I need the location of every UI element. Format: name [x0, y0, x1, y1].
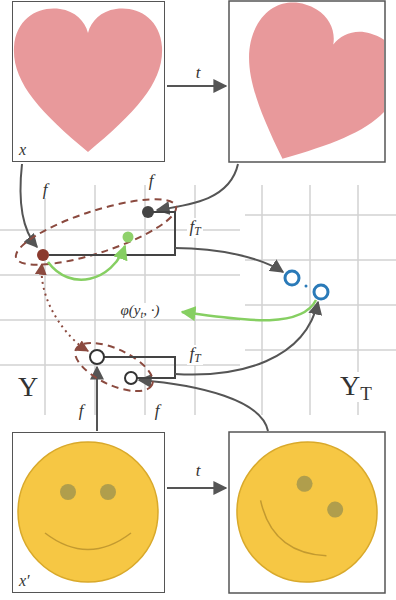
heart-group: [14, 9, 162, 152]
label-part: φ(y: [120, 302, 140, 318]
grid-line: [0, 274, 240, 276]
math-label: t: [194, 462, 203, 479]
label-part: f: [189, 217, 194, 236]
smiley-face: [208, 413, 396, 600]
map-arrow: [21, 164, 37, 247]
face-eye: [324, 498, 347, 521]
map-arrow: [139, 380, 268, 431]
map-arrow: [175, 248, 283, 272]
map-arrow: [96, 367, 98, 431]
label-part: f: [189, 344, 194, 363]
pair-bracket: [104, 357, 175, 378]
image-box: x′: [12, 432, 165, 593]
math-label: f: [147, 172, 156, 189]
green-arrow: [48, 246, 125, 280]
open-point: [125, 372, 137, 384]
label-part: , ·): [143, 302, 159, 318]
heart-shape: [14, 9, 162, 152]
blue-point: [285, 271, 299, 285]
transform-arrow: [167, 487, 226, 489]
face-eye: [60, 484, 76, 500]
image-label: x′: [19, 573, 30, 589]
label-subscript: T: [360, 382, 372, 403]
grid-y: [0, 185, 240, 415]
heart-group: [230, 2, 384, 161]
point: [123, 232, 134, 243]
math-label: φ(yt, ·): [118, 303, 161, 320]
image-box: x: [12, 1, 165, 162]
blue-point: [314, 285, 328, 299]
grid-yt: [245, 185, 396, 415]
grid-line: [44, 185, 46, 415]
label-subscript: T: [194, 352, 200, 365]
face-eye: [293, 473, 316, 496]
math-label: Y: [16, 373, 40, 401]
math-label: f: [77, 402, 86, 419]
math-label: t: [194, 64, 203, 81]
point: [305, 285, 308, 288]
point: [37, 249, 49, 261]
green-arrow: [182, 300, 316, 320]
map-arrow: [175, 302, 318, 375]
heart-shape: [230, 2, 384, 161]
face-circle: [18, 442, 158, 582]
map-arrow: [157, 164, 238, 210]
pair-ellipse: [68, 333, 159, 401]
label-subscript: t: [140, 308, 143, 319]
grid-line: [0, 229, 240, 231]
label-part: Y: [340, 370, 360, 401]
label-subscript: T: [194, 225, 200, 238]
grid-line: [261, 185, 263, 415]
pair-ellipse: [10, 186, 183, 278]
open-point: [90, 350, 104, 364]
image-label: x: [19, 142, 26, 158]
face-smile: [250, 500, 326, 568]
grid-line: [245, 259, 396, 261]
grid-line: [94, 185, 96, 415]
face-eye: [100, 484, 116, 500]
grid-line: [0, 364, 240, 366]
grid-line: [245, 214, 396, 216]
math-label: fT: [187, 218, 202, 237]
grid-line: [0, 319, 240, 321]
math-label: f: [153, 402, 162, 419]
point: [142, 206, 154, 218]
math-label: fT: [187, 345, 202, 364]
math-label: f: [41, 181, 50, 198]
transform-arrow: [167, 85, 226, 87]
smiley-face: [18, 442, 158, 582]
face-circle: [208, 413, 396, 600]
pair-bracket: [49, 212, 175, 255]
face-smile: [45, 533, 131, 550]
grid-line: [245, 304, 396, 306]
grid-line: [309, 185, 311, 415]
grid-line: [245, 349, 396, 351]
math-label: YT: [338, 372, 374, 403]
